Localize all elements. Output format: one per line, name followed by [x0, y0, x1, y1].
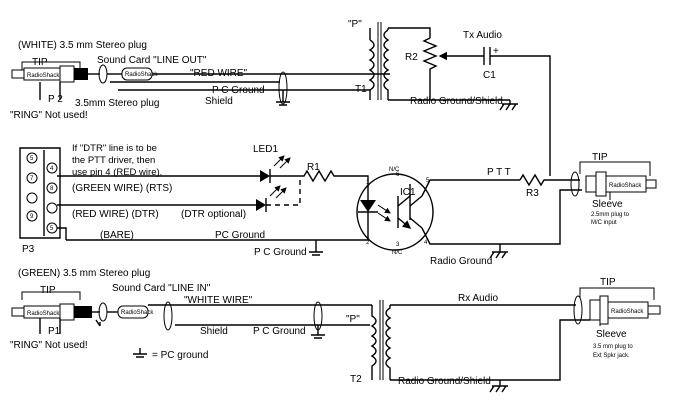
- db9-connector-p3: 5 4 7 8 9 5 P3: [19, 147, 61, 255]
- led1-label: LED1: [253, 144, 278, 155]
- svg-text:RadioShack: RadioShack: [27, 73, 60, 79]
- pc-ground-mid-1: PC Ground: [215, 230, 265, 241]
- svg-text:RadioShack: RadioShack: [27, 311, 60, 317]
- svg-text:9: 9: [30, 214, 34, 220]
- rx-audio-label: Rx Audio: [458, 293, 498, 304]
- plug-p2: RadioShack: [11, 65, 88, 83]
- dtr-note-3: use pin 4 (RED wire).: [72, 167, 162, 178]
- r2-potentiometer: R2: [405, 37, 468, 90]
- middle-section: 5 4 7 8 9 5 P3 If "DTR" line is to be th…: [19, 143, 657, 267]
- plug-p1: RadioShack: [11, 303, 92, 321]
- shield-top: Shield: [205, 96, 233, 107]
- pc-ground-bottom: P C Ground: [253, 326, 306, 337]
- svg-text:RadioShack: RadioShack: [125, 72, 158, 78]
- t2-label: T2: [350, 374, 362, 385]
- radio-ground-symbol-mid: [489, 244, 508, 259]
- top-section: (WHITE) 3.5 mm Stereo plug TIP Sound Car…: [10, 19, 551, 176]
- resistor-r3: R3: [519, 173, 580, 199]
- white-wire-label: "WHITE WIRE": [184, 295, 253, 306]
- ring-not-used-top: "RING" Not used!: [10, 110, 88, 121]
- shield-bottom: Shield: [200, 326, 228, 337]
- svg-text:5: 5: [50, 226, 54, 232]
- plug-note-bottom-1: 3.5 mm plug to: [593, 344, 633, 350]
- tip-label-bottom-right: TIP: [600, 277, 616, 288]
- pc-ground-symbol-top: [276, 90, 290, 106]
- bare-label: (BARE): [100, 230, 134, 241]
- r2-label: R2: [405, 52, 418, 63]
- pc-ground-legend: = PC ground: [152, 350, 208, 361]
- plug-note-mid-1: 2.5mm plug to: [591, 212, 630, 218]
- svg-text:5: 5: [426, 178, 430, 184]
- nc-top: N/C: [389, 167, 400, 173]
- svg-text:2: 2: [366, 240, 370, 246]
- dtr-note-2: the PTT driver, then: [72, 155, 155, 166]
- svg-text:8: 8: [50, 186, 54, 192]
- pc-ground-symbol-bottom: [311, 325, 325, 339]
- sleeve-label-bottom: Sleeve: [596, 329, 627, 340]
- resistor-r1: R1: [300, 162, 369, 194]
- svg-text:5: 5: [30, 156, 34, 162]
- svg-text:7: 7: [30, 176, 34, 182]
- dtr-optional: (DTR optional): [181, 209, 246, 220]
- sleeve-label-mid: Sleeve: [592, 199, 623, 210]
- transformer-t1: "P" T1: [348, 19, 390, 100]
- t2-p-label: "P": [346, 314, 360, 325]
- t1-p-label: "P": [348, 19, 362, 30]
- svg-text:4: 4: [424, 240, 428, 246]
- white-plug-label: (WHITE) 3.5 mm Stereo plug: [18, 40, 147, 51]
- radio-ground-symbol-top: [499, 100, 518, 111]
- svg-text:1: 1: [366, 180, 370, 186]
- radio-ground-label: Radio Ground: [430, 256, 492, 267]
- pc-ground-symbol-mid: [309, 240, 323, 256]
- r3-label: R3: [526, 188, 539, 199]
- plug-2-5mm-mic: TIP RadioShack Sleeve 2.5mm plug to M/C …: [570, 152, 657, 226]
- red-wire-dtr: (RED WIRE) (DTR): [72, 209, 159, 220]
- bottom-section: (GREEN) 3.5 mm Stereo plug TIP Sound Car…: [10, 268, 661, 393]
- ring-not-used-bottom: "RING" Not used!: [10, 340, 88, 351]
- svg-text:RadioShack: RadioShack: [121, 310, 154, 316]
- radio-ground-symbol-bottom: [489, 380, 508, 393]
- svg-text:3: 3: [396, 242, 400, 248]
- green-plug-label: (GREEN) 3.5 mm Stereo plug: [18, 268, 150, 279]
- plug-3-5mm-speaker: TIP RadioShack Sleeve 3.5 mm plug to Ext…: [573, 277, 661, 359]
- sound-card-line-in: Sound Card "LINE IN": [112, 283, 211, 294]
- green-wire-rts: (GREEN WIRE) (RTS): [72, 183, 172, 194]
- sound-card-line-out: Sound Card "LINE OUT": [97, 55, 207, 66]
- stereo-plug-label: 3.5mm Stereo plug: [75, 98, 160, 109]
- r1-label: R1: [307, 162, 320, 173]
- capacitor-c1: + C1: [468, 46, 551, 176]
- pc-ground-mid-2: P C Ground: [254, 247, 307, 258]
- pc-ground-legend-icon: [133, 348, 147, 358]
- tx-audio-label: Tx Audio: [463, 30, 502, 41]
- transformer-t2: "P" T2: [346, 300, 392, 385]
- tip-label-mid: TIP: [592, 152, 608, 163]
- t1-label: T1: [355, 84, 367, 95]
- pc-ground-top: P C Ground: [212, 85, 265, 96]
- p2-label: P 2: [48, 94, 63, 105]
- c1-label: C1: [483, 70, 496, 81]
- svg-text:6: 6: [396, 172, 400, 178]
- ptt-label: P T T: [487, 167, 511, 178]
- svg-text:4: 4: [50, 166, 54, 172]
- radio-ground-shield-top: Radio Ground/Shield: [410, 96, 503, 107]
- nc-bottom: N/C: [392, 250, 403, 256]
- inline-adapter-bottom: [117, 305, 149, 319]
- ic1-label: IC1: [400, 187, 416, 198]
- tip-bracket-top: [21, 61, 81, 70]
- plug-note-bottom-2: Ext Spkr jack.: [593, 353, 630, 359]
- optocoupler-ic1: IC1 1 2 3 4 5 6 N/C N/C: [356, 167, 434, 256]
- led1: LED1: [253, 144, 291, 212]
- radio-ground-shield-bottom: Radio Ground/Shield: [398, 376, 491, 387]
- dtr-note-1: If "DTR" line is to be: [72, 143, 157, 154]
- p1-label: P1: [48, 326, 61, 337]
- plug-note-mid-2: M/C input: [591, 220, 617, 226]
- svg-text:RadioShack: RadioShack: [609, 183, 642, 189]
- svg-text:RadioShack: RadioShack: [611, 309, 644, 315]
- svg-text:+: +: [493, 46, 499, 57]
- p3-label: P3: [22, 244, 35, 255]
- tip-label-bottom: TIP: [40, 285, 56, 296]
